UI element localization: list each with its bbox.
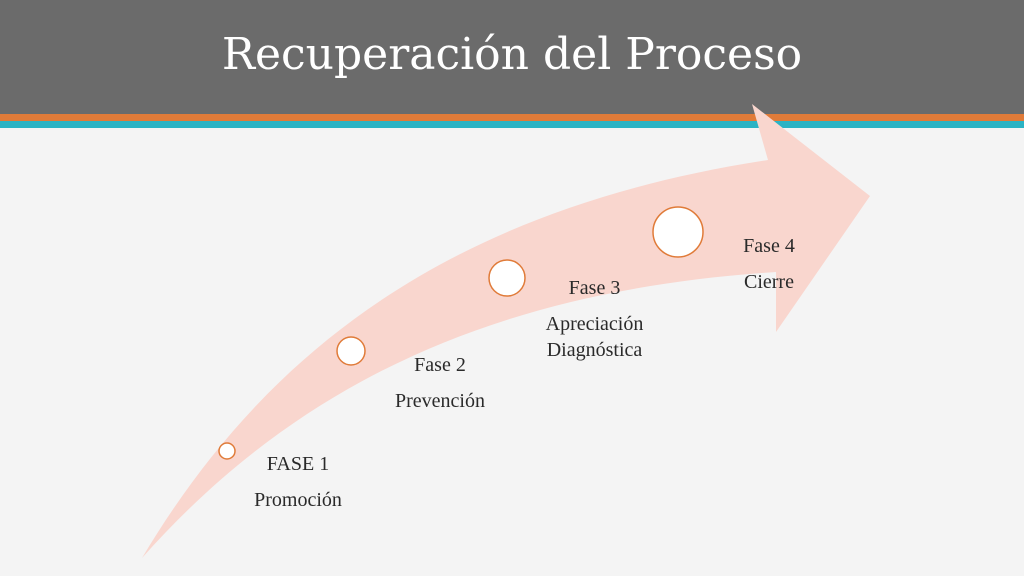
phase-2-label: Fase 2 Prevención <box>370 352 510 414</box>
phase-4-title: Fase 4 <box>743 235 795 257</box>
phase-1-node <box>218 442 236 460</box>
phase-1-stage: Promoción <box>254 489 342 511</box>
phase-1-label: FASE 1 Promoción <box>228 451 368 513</box>
phase-3-node <box>488 259 526 297</box>
phase-2-stage: Prevención <box>395 390 485 412</box>
phase-4-label: Fase 4 Cierre <box>714 233 824 295</box>
phase-1-title: FASE 1 <box>266 453 330 475</box>
phase-3-label: Fase 3 Apreciación Diagnóstica <box>522 275 667 363</box>
phase-4-node <box>652 206 704 258</box>
phase-3-title: Fase 3 <box>568 277 621 299</box>
slide-title: Recuperación del Proceso <box>221 29 803 80</box>
phase-2-node <box>336 336 366 366</box>
phase-2-title: Fase 2 <box>414 354 466 376</box>
accent-stripe-teal <box>0 121 1024 128</box>
phase-3-stage: Apreciación Diagnóstica <box>545 313 644 361</box>
header-bar <box>0 0 1024 114</box>
phase-4-stage: Cierre <box>744 271 794 293</box>
accent-stripe-orange <box>0 114 1024 121</box>
